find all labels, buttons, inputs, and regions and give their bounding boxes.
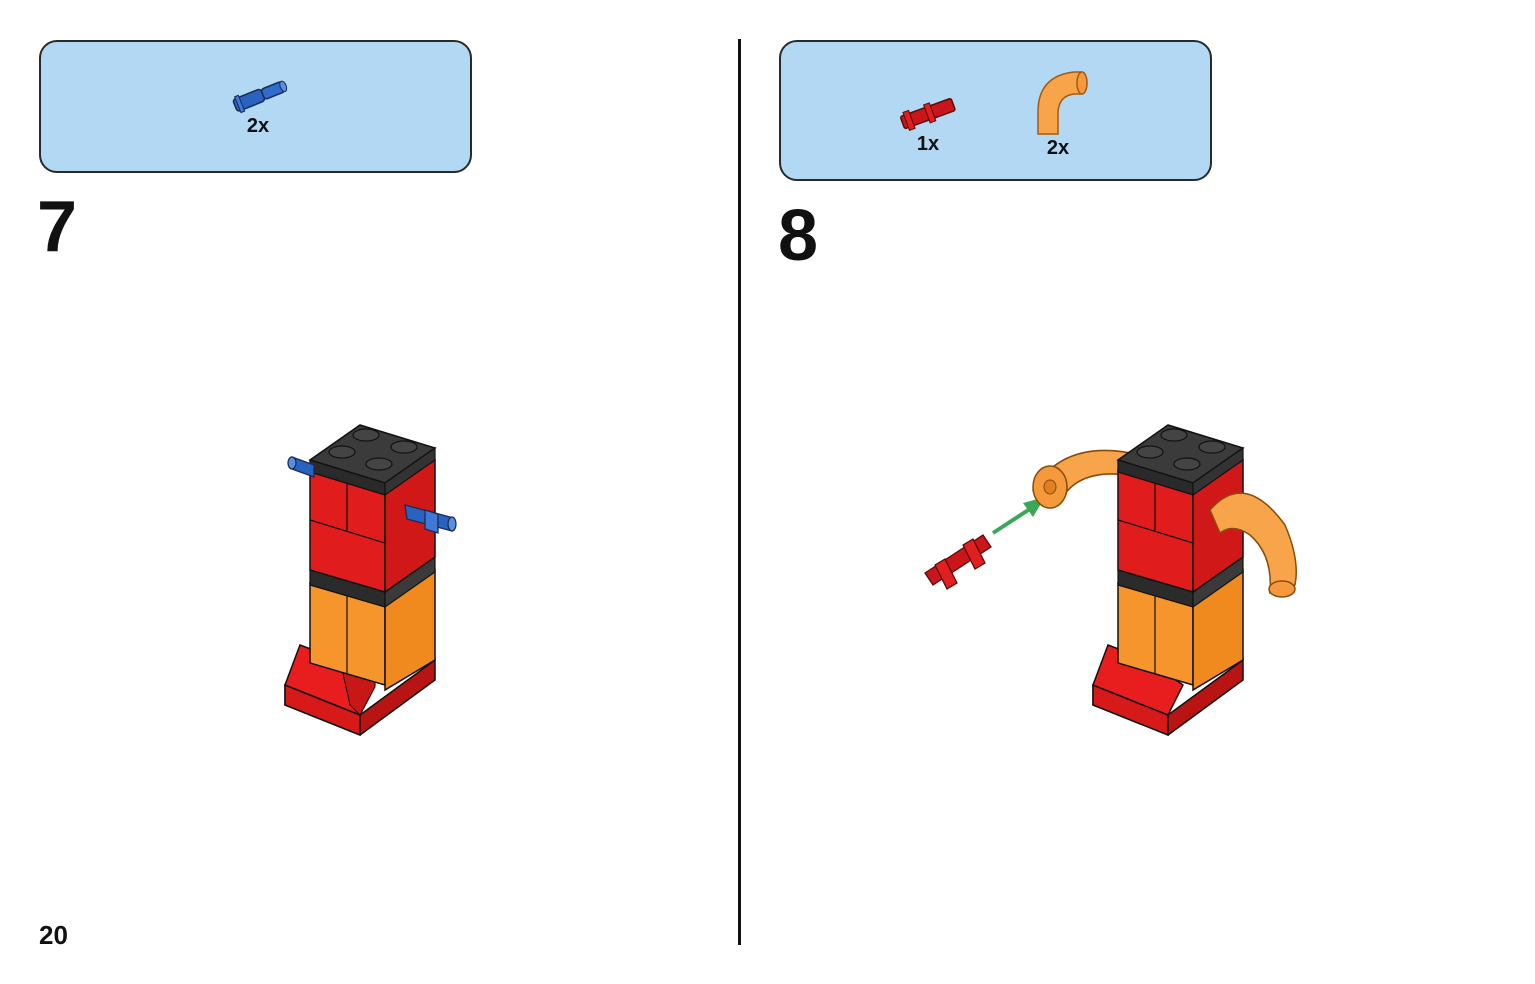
blue-pin-right <box>404 504 457 534</box>
part-red-axle: 1x <box>893 94 963 154</box>
parts-box-step-7: 2x <box>39 40 472 173</box>
parts-box-step-8: 1x 2x <box>779 40 1212 181</box>
red-axle-icon <box>900 98 956 131</box>
orange-curved-tube-icon <box>1037 71 1088 135</box>
red-axle-insert <box>924 534 992 590</box>
step-8-model-illustration <box>924 424 1297 737</box>
blue-pin-left <box>287 456 315 478</box>
page-divider <box>738 39 741 945</box>
part-quantity: 2x <box>246 115 270 137</box>
step-7-model-illustration <box>284 424 457 737</box>
part-quantity: 2x <box>1046 137 1070 159</box>
step-number: 7 <box>37 187 78 267</box>
blue-axle-pin-icon <box>232 80 288 114</box>
part-orange-curved-tube: 2x <box>1023 62 1093 158</box>
page-number: 20 <box>39 920 68 950</box>
part-quantity: 1x <box>916 133 940 155</box>
step-number: 8 <box>778 196 819 276</box>
part-blue-axle-pin: 2x <box>223 76 293 136</box>
insert-arrow-icon <box>991 497 1045 535</box>
